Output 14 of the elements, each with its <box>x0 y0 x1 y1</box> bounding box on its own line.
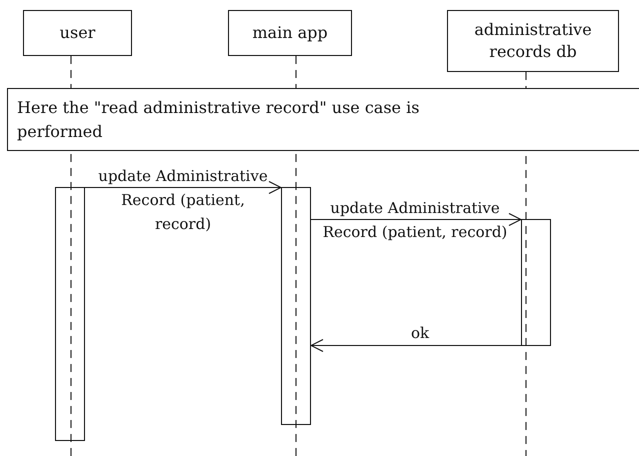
message-arrow <box>84 181 282 194</box>
participant-box: administrative records db <box>447 10 619 72</box>
activation-bar <box>521 219 551 346</box>
note <box>7 88 639 151</box>
message-label: ok <box>410 323 430 344</box>
participant-box: user <box>23 10 132 56</box>
note-text: Here the "read administrative record" use case is performed <box>17 96 420 142</box>
participant-box: main app <box>228 10 352 56</box>
message-label: update Administrative Record (patient, record) <box>322 198 508 243</box>
activation-bar <box>55 187 85 441</box>
message-arrow <box>310 213 522 226</box>
message-arrow <box>310 339 522 352</box>
activation-bar <box>281 187 311 425</box>
message-label: update Administrative Record (patient, record) <box>97 166 269 235</box>
